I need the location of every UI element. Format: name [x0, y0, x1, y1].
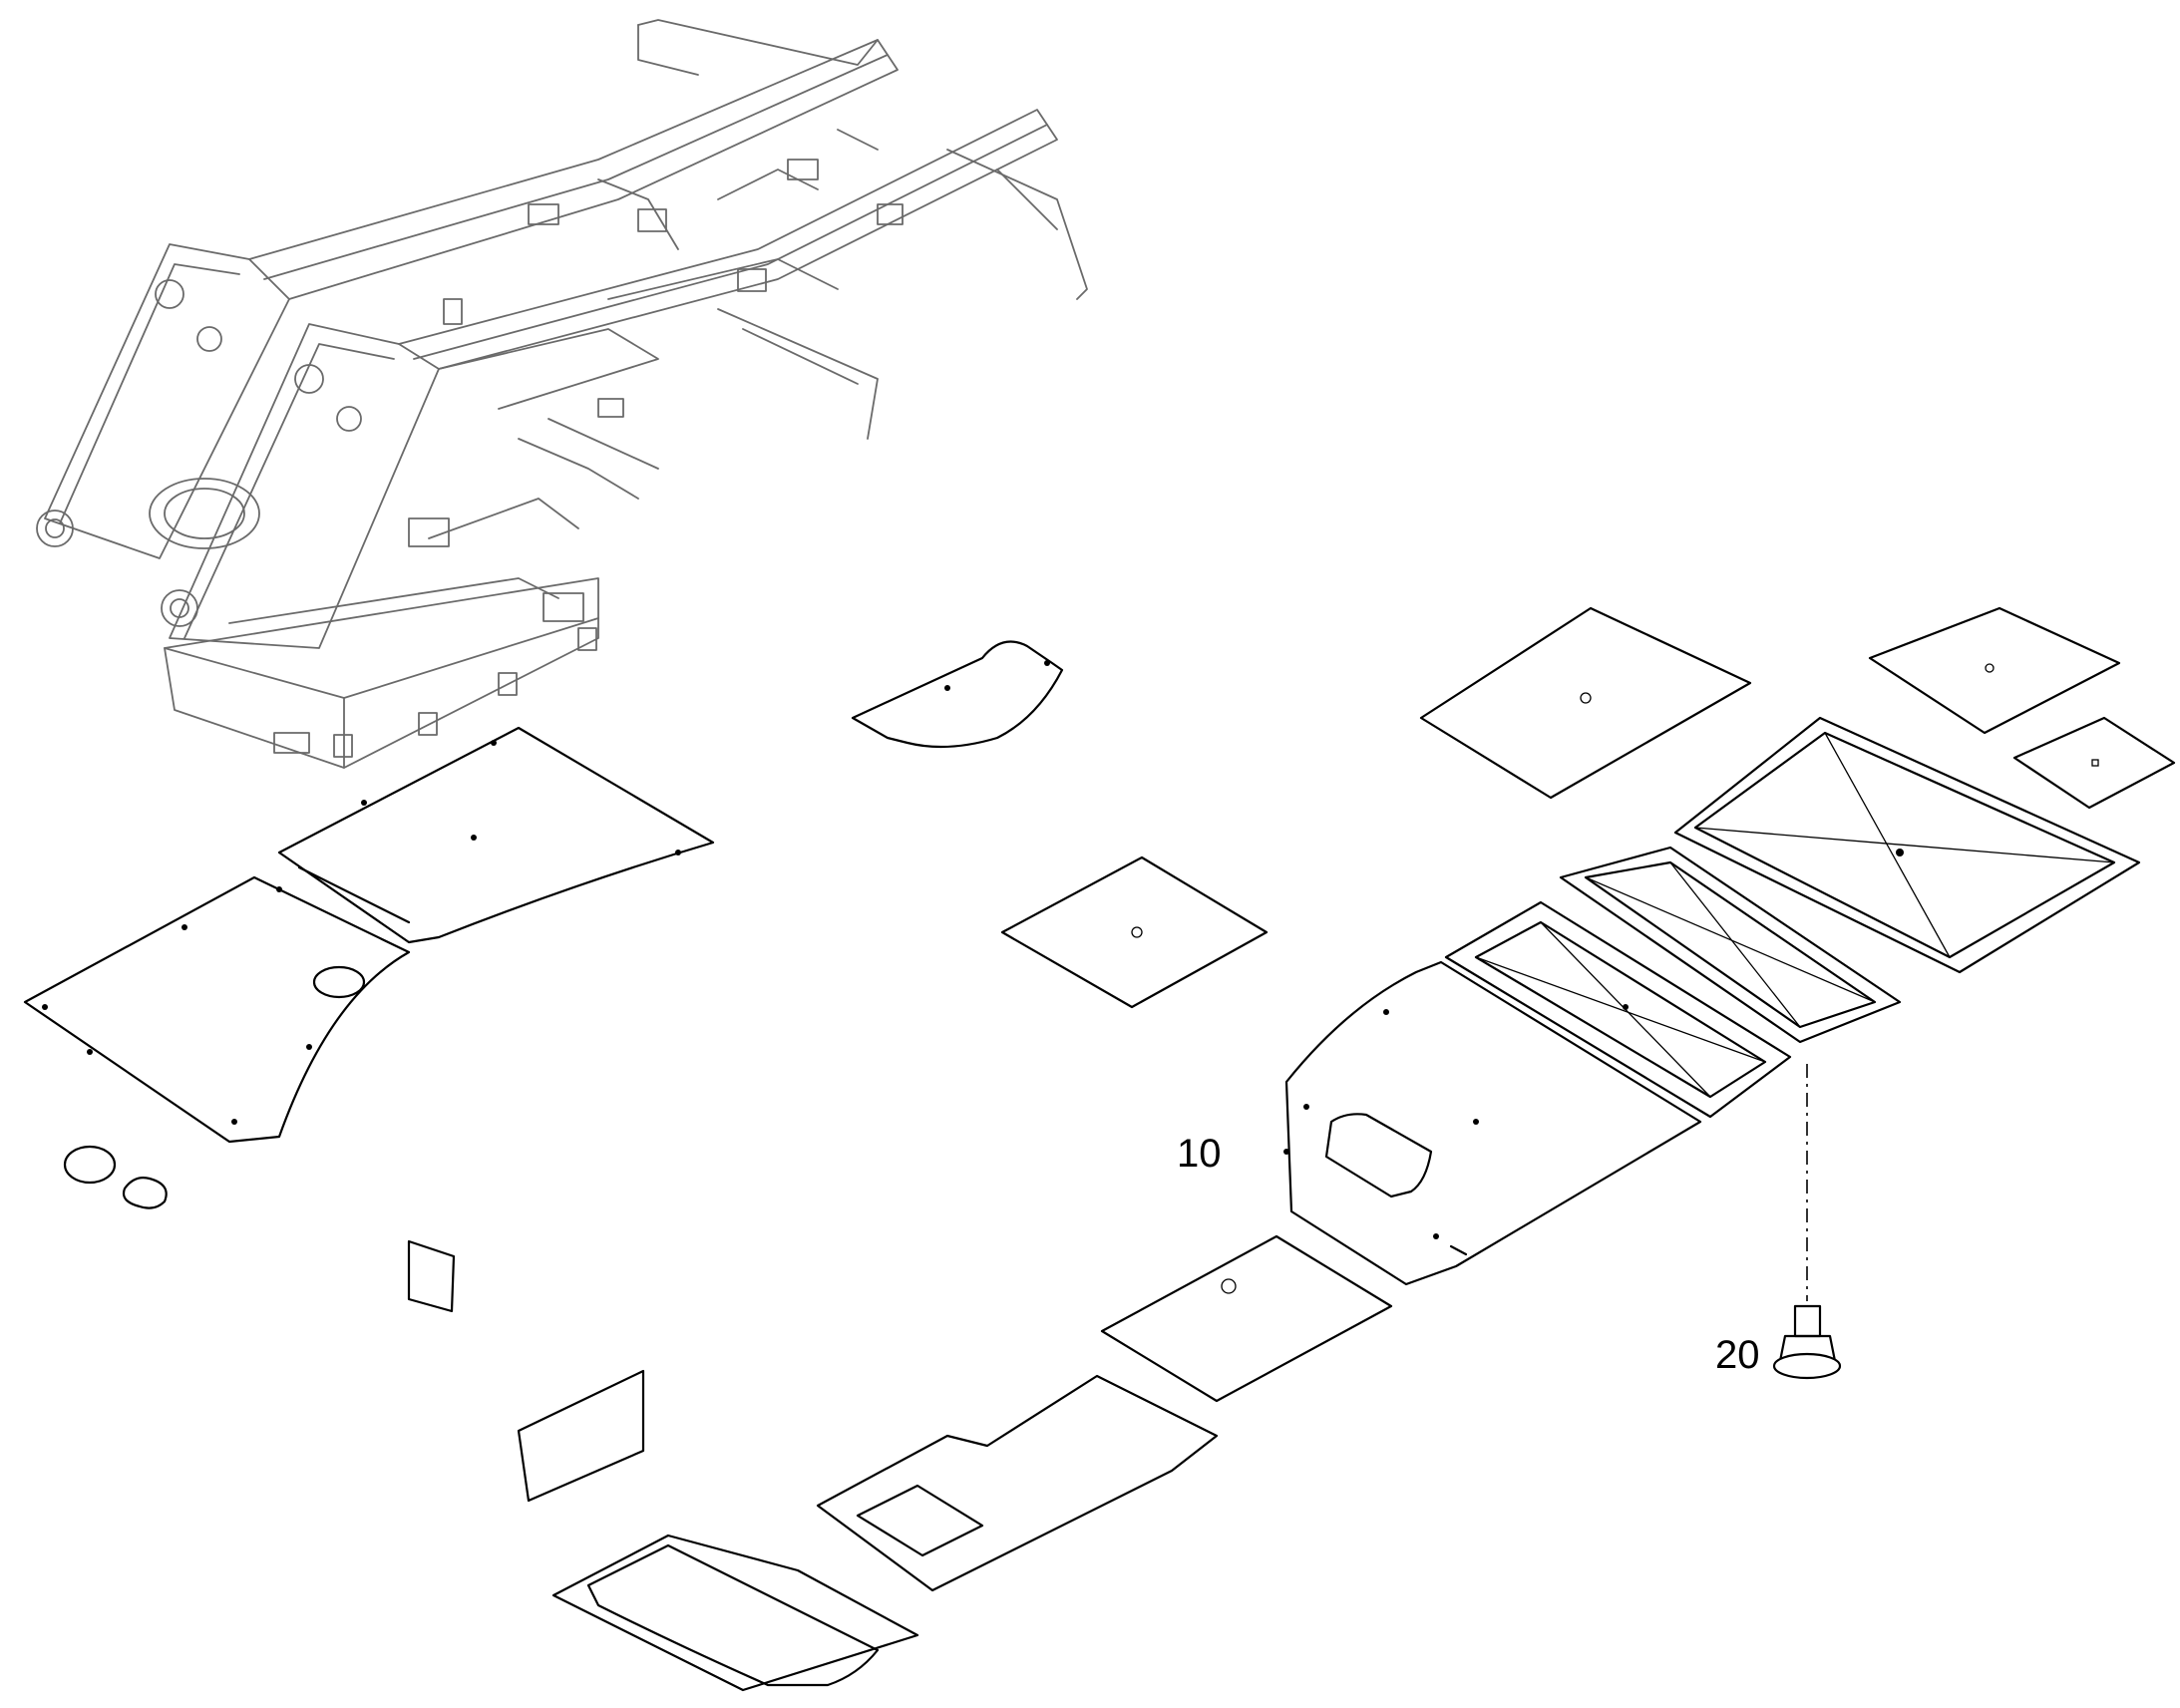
- middle-x-panel-a: [1559, 846, 1902, 1044]
- callout-part-10: 10: [1177, 1132, 1222, 1176]
- left-floor-plate: [23, 875, 411, 1144]
- large-x-panel: [1673, 716, 2141, 974]
- main-floor-plate: [1283, 960, 1702, 1286]
- top-right-plate: [1419, 606, 1752, 800]
- lower-plate-2: [816, 1374, 1219, 1592]
- lower-plate-3: [551, 1534, 919, 1692]
- callout-part-20: 20: [1715, 1333, 1760, 1377]
- round-cover-parts: [63, 1145, 456, 1313]
- bolt-part: [1772, 1064, 1842, 1380]
- machine-frame: [36, 19, 1088, 769]
- left-upper-curved-plate: [277, 726, 715, 944]
- center-square-plate: [1000, 855, 1269, 1009]
- cutout-plate: [851, 640, 1064, 749]
- middle-x-panel-b: [1444, 900, 1792, 1119]
- lower-small-plate: [517, 1369, 645, 1503]
- lower-plate-1: [1100, 1234, 1393, 1403]
- far-right-plates: [1868, 606, 2176, 810]
